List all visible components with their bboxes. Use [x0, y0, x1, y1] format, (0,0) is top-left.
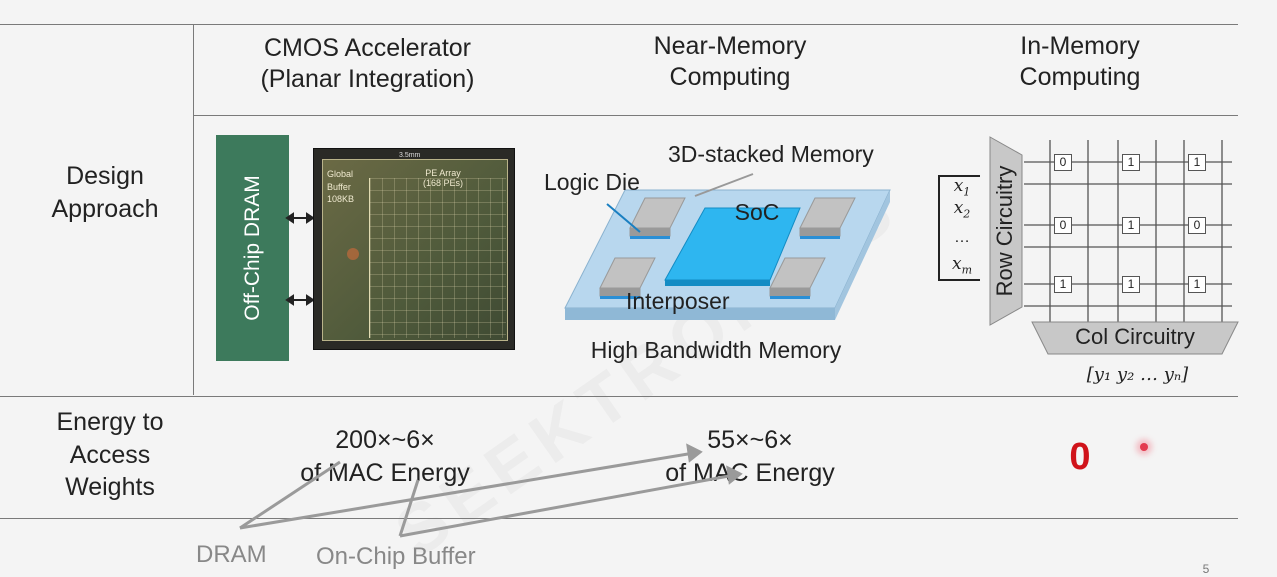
- memory-cell: 1: [1188, 154, 1206, 171]
- chip-dimension-label: 3.5mm: [399, 152, 421, 159]
- table-column-line: [193, 24, 194, 395]
- table-row-line: [0, 396, 1238, 397]
- hbm-diagram: [564, 173, 891, 320]
- memory-cell: 1: [1122, 217, 1140, 234]
- input-x2: x2: [953, 198, 971, 221]
- input-xm: xm: [951, 254, 973, 277]
- global-buffer-label: Global Buffer 108KB: [327, 169, 355, 205]
- memory-cell: 1: [1188, 276, 1206, 293]
- memory-cell: 0: [1054, 154, 1072, 171]
- memory-cell: 1: [1122, 154, 1140, 171]
- col-circuitry-label: Col Circuitry: [1075, 324, 1195, 349]
- chip-die: Global Buffer 108KB PE Array (168 PEs) 3…: [313, 148, 515, 350]
- input-dots: …: [954, 229, 970, 246]
- pe-array-label: PE Array (168 PEs): [422, 168, 464, 188]
- row-circuitry-block: [989, 136, 1023, 326]
- dram-arrows: [285, 212, 315, 306]
- chip-grid: [369, 178, 506, 338]
- hbm-label: High Bandwidth Memory: [590, 337, 842, 363]
- interposer-label: Interposer: [626, 288, 730, 314]
- logic-die-label: Logic Die: [544, 169, 640, 195]
- row-label-energy-access: Energy to Access Weights: [56, 408, 164, 501]
- pointer-dot: [1140, 443, 1148, 451]
- soc-label: SoC: [734, 199, 780, 225]
- memory-cell: 1: [1122, 276, 1140, 293]
- row-label-design-approach: Design Approach: [51, 162, 159, 223]
- page-number: 5: [1202, 562, 1210, 576]
- header-cmos-accelerator: CMOS Accelerator (Planar Integration): [260, 34, 475, 93]
- stacked-memory-label: 3D-stacked Memory: [668, 141, 874, 167]
- input-x1: x1: [953, 176, 971, 199]
- energy-in-memory: 0: [1069, 436, 1091, 478]
- col-circuitry-block: [1031, 321, 1239, 355]
- off-chip-dram-block: Off-Chip DRAM: [216, 135, 289, 361]
- table-header-line: [193, 115, 1238, 116]
- memory-cell: 0: [1188, 217, 1206, 234]
- memory-cell: 0: [1054, 217, 1072, 234]
- chip-hotspot: [347, 248, 359, 260]
- table-top-line: [0, 24, 1238, 25]
- crossbar-cells: 0 1 1 0 1 0 1 1 1: [1024, 140, 1240, 326]
- chip-inner: Global Buffer 108KB PE Array (168 PEs) 3…: [322, 152, 508, 341]
- memory-cell: 1: [1054, 276, 1072, 293]
- output-vector: [y₁ y₂ … yₙ]: [1086, 364, 1189, 385]
- energy-near-memory: 55×~6× of MAC Energy: [665, 426, 835, 487]
- annotation-dram: DRAM: [196, 541, 267, 568]
- input-vector: [938, 175, 980, 281]
- table-bottom-line: [0, 518, 1238, 519]
- header-in-memory: In-Memory Computing: [1019, 32, 1141, 91]
- header-near-memory: Near-Memory Computing: [653, 32, 807, 91]
- annotation-on-chip-buffer: On-Chip Buffer: [316, 543, 476, 570]
